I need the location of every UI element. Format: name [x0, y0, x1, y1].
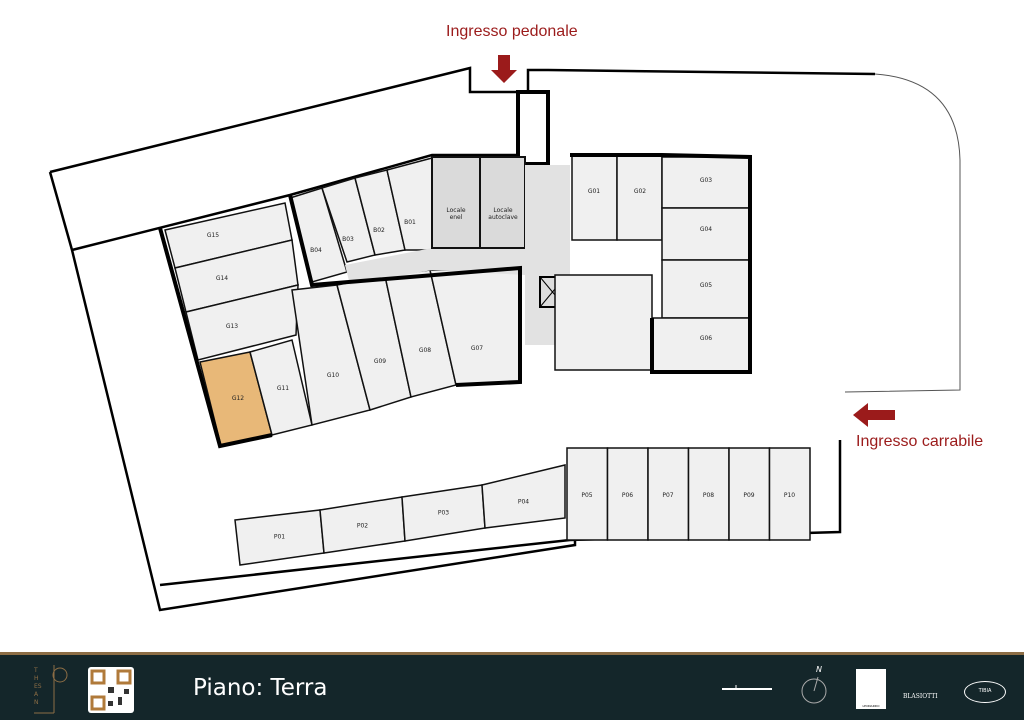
partner-logo-blasiotti: BLASIOTTI [903, 693, 938, 700]
floor-plan: G15 G14 G13 G12 G11 G10 G09 G08 G07 B04 … [48, 55, 961, 612]
parking-label: P07 [662, 492, 673, 499]
wall [288, 194, 522, 387]
parking-space-p08[interactable] [687, 447, 730, 541]
label-g02: G02 [634, 188, 646, 195]
room-g01[interactable] [571, 154, 618, 241]
parking-label: P09 [743, 492, 754, 499]
parking-space-p04[interactable] [481, 464, 566, 529]
label-locale-enel-1: Locale [446, 207, 466, 214]
room-g03[interactable] [661, 156, 751, 209]
parking-label: P05 [581, 492, 592, 499]
room-g02[interactable] [616, 154, 663, 241]
label-g01: G01 [588, 188, 600, 195]
entrance-corridor [516, 90, 550, 166]
parking-label: P06 [622, 492, 633, 499]
label-g05: G05 [700, 282, 712, 289]
partner-logo-leonardo: LEONARDO [856, 669, 886, 709]
parking-label: P10 [784, 492, 795, 499]
label-g06: G06 [700, 335, 712, 342]
label-g15: G15 [207, 232, 219, 239]
label-locale-autoclave-2: autoclave [488, 214, 518, 221]
footer: THESAN Piano: Terra N LEONARDO BLASIOTTI… [0, 652, 1024, 720]
site-boundary-left [48, 171, 577, 612]
room-locale-autoclave[interactable] [479, 156, 526, 249]
arrow-down-icon [491, 55, 517, 83]
parking-label: P01 [274, 534, 285, 541]
partner-logo-tibia: TIBIA [964, 681, 1006, 703]
label-b01: B01 [404, 219, 416, 226]
room-g06[interactable] [651, 317, 751, 373]
site-boundary-curve [844, 73, 961, 393]
room-unlabeled [554, 274, 653, 371]
label-g10: G10 [327, 372, 339, 379]
label-locale-enel-2: enel [450, 214, 463, 221]
parking-space-p09[interactable] [728, 447, 771, 541]
label-g03: G03 [700, 177, 712, 184]
scale-bar [720, 679, 774, 699]
parking-space-p07[interactable] [647, 447, 690, 541]
room-g04[interactable] [661, 207, 751, 261]
corridor [345, 248, 525, 285]
room-locale-enel[interactable] [431, 156, 481, 249]
parking-area: P01 P02 P03 P04 P05 P06 P07 P08 P09 P10 [234, 447, 811, 566]
label-g13: G13 [226, 323, 238, 330]
label-g09: G09 [374, 358, 386, 365]
parking-label: P08 [703, 492, 714, 499]
label-b02: B02 [373, 227, 385, 234]
thesan-logo: THESAN [30, 663, 70, 715]
label-b03: B03 [342, 236, 354, 243]
label-g14: G14 [216, 275, 228, 282]
arrow-left-icon [853, 403, 895, 427]
label-g12: G12 [232, 395, 244, 402]
floor-title: Piano: Terra [193, 675, 328, 701]
pedestrian-entrance-label: Ingresso pedonale [446, 23, 578, 40]
label-g04: G04 [700, 226, 712, 233]
vehicle-entrance-label: Ingresso carrabile [856, 433, 984, 450]
wall-right [570, 153, 752, 374]
label-g11: G11 [277, 385, 289, 392]
room-g05[interactable] [661, 259, 751, 319]
parking-label: P03 [438, 510, 449, 517]
building-wall-top [71, 153, 525, 252]
parking-space-p05[interactable] [566, 447, 609, 541]
label-g08: G08 [419, 347, 431, 354]
north-compass-icon: N [800, 665, 830, 707]
label-g07: G07 [471, 345, 483, 352]
qr-code[interactable] [88, 667, 134, 713]
parking-space-p10[interactable] [768, 447, 811, 541]
parking-label: P02 [357, 523, 368, 530]
wall-left [158, 227, 273, 449]
parking-label: P04 [518, 499, 529, 506]
label-locale-autoclave-1: Locale [493, 207, 513, 214]
label-b04: B04 [310, 247, 322, 254]
parking-space-p06[interactable] [606, 447, 649, 541]
